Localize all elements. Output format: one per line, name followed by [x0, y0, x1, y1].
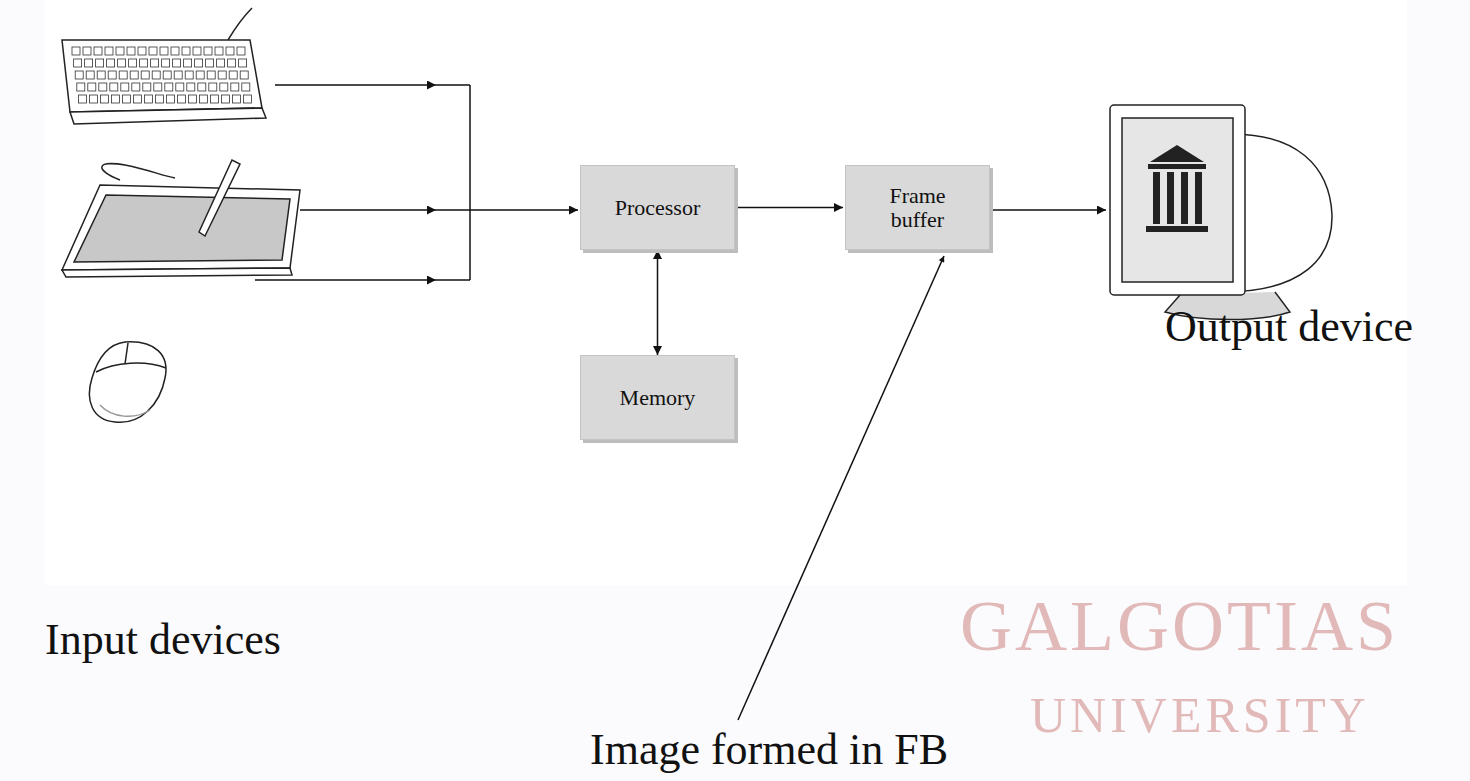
box-label: Processor — [607, 192, 709, 223]
output-label: Output device — [1165, 305, 1413, 349]
output-wire — [993, 209, 1106, 211]
leader-line — [738, 256, 944, 720]
connector-arrow — [657, 250, 659, 355]
callout-label: Image formed in FB — [590, 728, 948, 772]
input-wires — [255, 85, 578, 280]
tablet-icon — [62, 160, 300, 277]
mouse-icon — [89, 342, 166, 422]
box-label: Frame buffer — [870, 180, 966, 234]
keyboard-icon — [62, 8, 266, 124]
frame-buffer-box: Frame buffer — [845, 165, 990, 250]
monitor-icon — [1110, 105, 1332, 320]
input-label: Input devices — [45, 618, 281, 662]
watermark: GALGOTIAS — [960, 590, 1399, 662]
processor-box: Processor — [580, 165, 735, 250]
panel — [45, 0, 1407, 585]
watermark: UNIVERSITY — [1030, 690, 1370, 740]
box-label: Memory — [612, 382, 704, 413]
connector-arrow — [735, 207, 843, 209]
memory-box: Memory — [580, 355, 735, 440]
